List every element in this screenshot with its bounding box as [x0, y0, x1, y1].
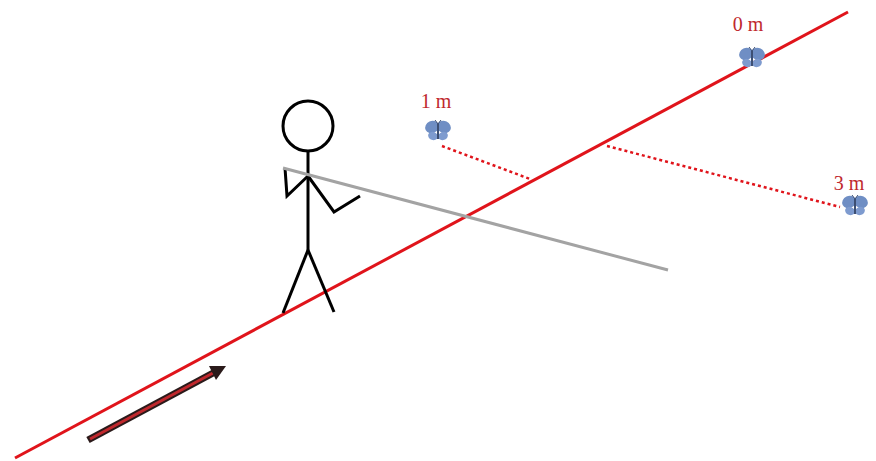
transect-line — [15, 12, 848, 458]
distance-line — [442, 146, 530, 179]
walk-direction-arrow — [88, 366, 226, 440]
distance-label: 3 m — [834, 172, 865, 194]
butterfly — [840, 194, 870, 217]
stick-figure — [283, 101, 360, 313]
distance-line — [607, 146, 840, 207]
butterfly — [737, 46, 767, 69]
distance-label: 0 m — [733, 13, 764, 35]
pole — [283, 168, 668, 270]
distance-label: 1 m — [421, 90, 452, 112]
butterfly — [423, 119, 453, 142]
